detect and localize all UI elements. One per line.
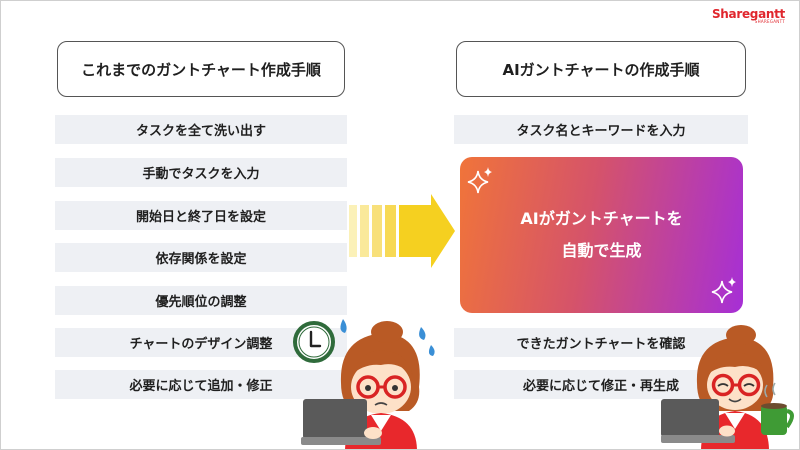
- arrow-right-icon: [349, 194, 455, 268]
- left-step-2: 手動でタスクを入力: [55, 158, 347, 187]
- worried-character-illustration: [301, 319, 435, 449]
- right-step-3: できたガントチャートを確認: [454, 328, 748, 357]
- happy-character-illustration: [661, 325, 794, 449]
- clock-icon: [293, 321, 335, 363]
- left-step-1: タスクを全て洗い出す: [55, 115, 347, 144]
- sweat-drop-icon: [340, 319, 347, 333]
- logo-text: Sharegantt: [711, 7, 785, 21]
- left-title: これまでのガントチャート作成手順: [57, 41, 345, 97]
- brand-logo: Sharegantt SHAREGANTT: [712, 7, 785, 24]
- ai-generate-panel: AIがガントチャートを 自動で生成: [460, 157, 743, 313]
- left-step-4: 依存関係を設定: [55, 243, 347, 272]
- left-step-5: 優先順位の調整: [55, 286, 347, 315]
- logo-subtext: SHAREGANTT: [754, 19, 785, 24]
- left-step-3: 開始日と終了日を設定: [55, 201, 347, 230]
- ai-panel-line-2: 自動で生成: [561, 241, 642, 260]
- sparkle-icon: [467, 167, 492, 194]
- right-title: AIガントチャートの作成手順: [456, 41, 746, 97]
- sparkle-icon: [711, 277, 736, 304]
- left-step-7: 必要に応じて追加・修正: [55, 370, 347, 399]
- right-step-1: タスク名とキーワードを入力: [454, 115, 748, 144]
- ai-panel-line-1: AIがガントチャートを: [520, 209, 683, 228]
- coffee-mug-icon: [761, 382, 794, 435]
